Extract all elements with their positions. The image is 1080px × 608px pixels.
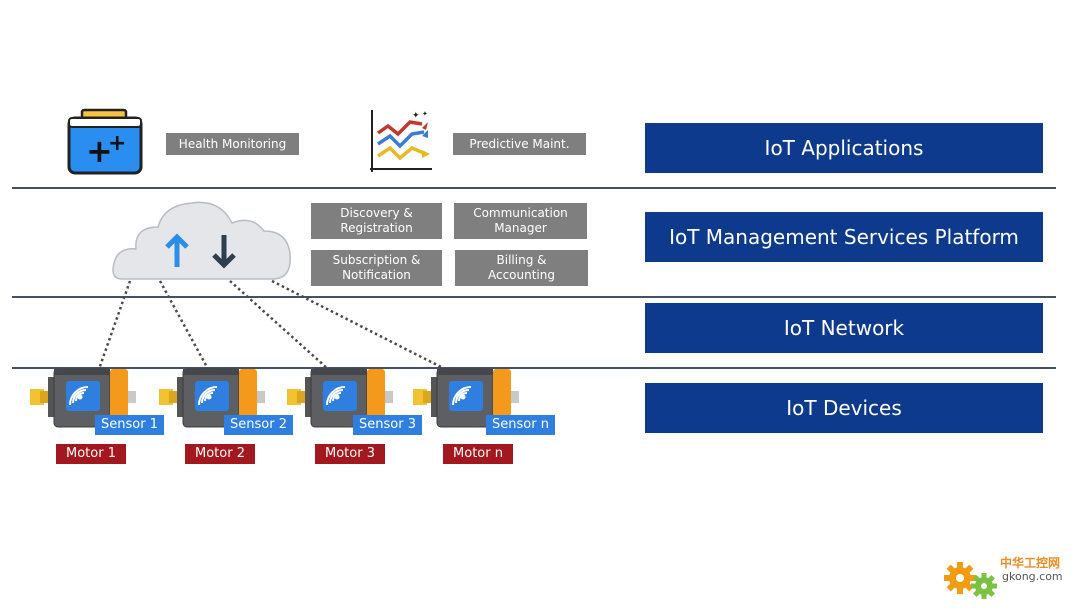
watermark-logo: 中华工控网 gkong.com (944, 548, 1074, 604)
upload-arrow-icon (164, 233, 190, 269)
svg-text:✦: ✦ (412, 111, 420, 121)
connection-line-1 (97, 280, 132, 370)
service-billing-accounting: Billing & Accounting (455, 250, 588, 286)
motor-unit (413, 367, 525, 429)
service-communication-manager: Communication Manager (454, 203, 587, 239)
divider-network (12, 367, 1056, 369)
divider-management (12, 296, 1056, 298)
motor-label: Motor n (443, 444, 513, 464)
cloud-icon (112, 193, 292, 283)
connection-line-3 (229, 280, 329, 370)
motor-icon (30, 368, 136, 428)
divider-apps (12, 187, 1056, 189)
layer-iot-management: IoT Management Services Platform (645, 212, 1043, 262)
layer-iot-network: IoT Network (645, 303, 1043, 353)
connection-line-4 (271, 279, 446, 371)
motor-icon (287, 368, 393, 428)
connection-line-2 (158, 280, 210, 370)
service-discovery-registration: Discovery & Registration (311, 203, 442, 239)
service-subscription-notification: Subscription & Notification (311, 250, 442, 286)
layer-iot-applications: IoT Applications (645, 123, 1043, 173)
motor-unit (287, 367, 399, 429)
svg-text:+: + (108, 131, 126, 156)
app-health-monitoring: Health Monitoring (166, 133, 299, 155)
motor-icon (159, 368, 265, 428)
watermark-title: 中华工控网 (1000, 556, 1061, 570)
motor-label: Motor 3 (315, 444, 385, 464)
svg-text:✦: ✦ (422, 110, 428, 118)
app-predictive-maint: Predictive Maint. (453, 133, 586, 155)
battery-plus-icon: + + (66, 108, 144, 176)
motor-icon (413, 368, 519, 428)
layer-iot-devices: IoT Devices (645, 383, 1043, 433)
sensor-label: Sensor n (486, 415, 555, 435)
motor-unit (159, 367, 271, 429)
motor-unit (30, 367, 142, 429)
sensor-label: Sensor 2 (224, 415, 293, 435)
motor-label: Motor 1 (56, 444, 126, 464)
sensor-label: Sensor 1 (95, 415, 164, 435)
svg-text:+: + (86, 132, 113, 170)
watermark-url: gkong.com (1002, 570, 1063, 583)
motor-label: Motor 2 (185, 444, 255, 464)
sensor-label: Sensor 3 (353, 415, 422, 435)
download-arrow-icon (211, 233, 237, 269)
trend-chart-icon: ✦ ✦ (368, 108, 434, 174)
gear-icon (944, 562, 997, 599)
